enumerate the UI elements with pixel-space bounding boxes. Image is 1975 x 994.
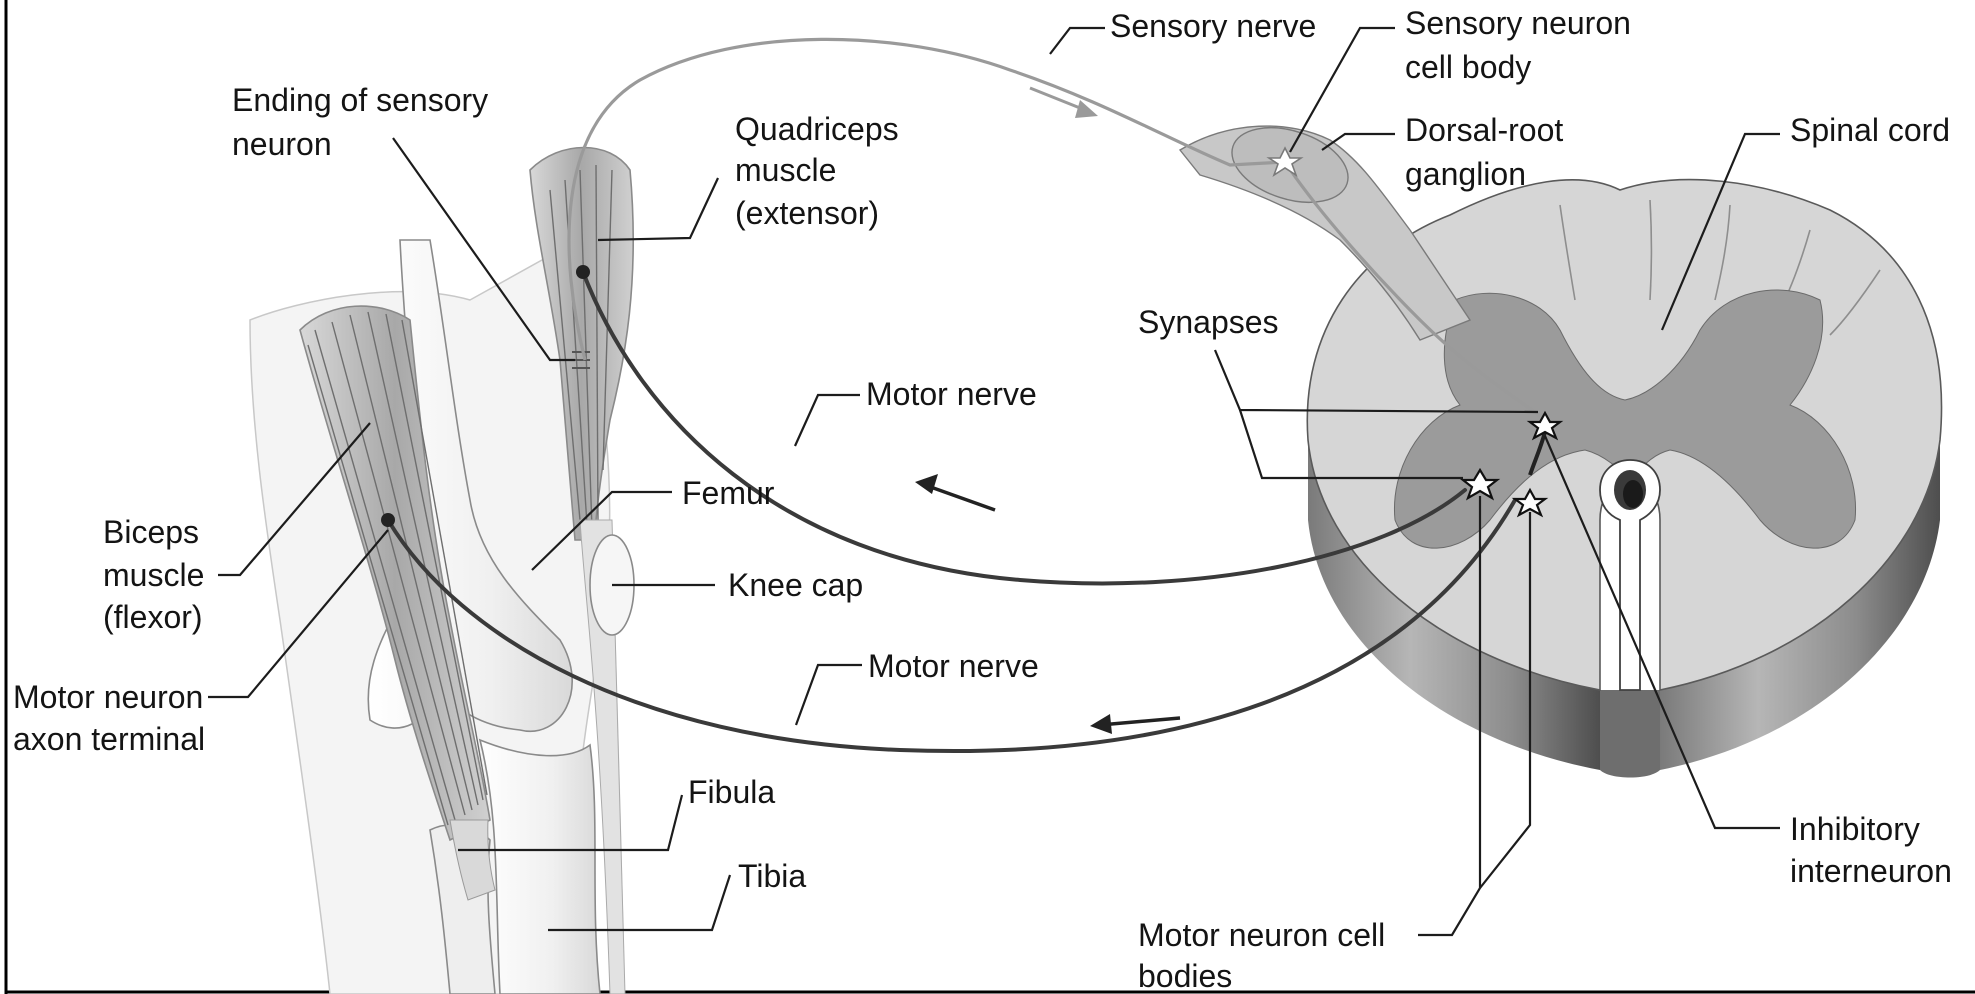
cord-bottom-rim — [1600, 690, 1660, 778]
label-knee-cap: Knee cap — [728, 567, 863, 603]
label-motor-terminal-line1: Motor neuron — [13, 679, 203, 715]
label-sensory-cell-line1: Sensory neuron — [1405, 5, 1631, 41]
label-biceps-line2: muscle — [103, 557, 204, 593]
motor-upper-direction-arrow — [915, 474, 995, 510]
spinal-cord-section — [1180, 114, 1942, 777]
leader-sensory-nerve — [1050, 28, 1105, 54]
leader-motor-nerve-lower — [796, 665, 862, 725]
label-tibia: Tibia — [738, 858, 806, 894]
label-motor-cell-bodies-line1: Motor neuron cell — [1138, 917, 1385, 953]
label-inhibitory-line2: interneuron — [1790, 853, 1952, 889]
label-quadriceps-line1: Quadriceps — [735, 111, 899, 147]
label-femur: Femur — [682, 475, 775, 511]
motor-ending-biceps — [381, 513, 395, 527]
label-motor-nerve-lower: Motor nerve — [868, 648, 1039, 684]
label-quadriceps-line2: muscle — [735, 152, 836, 188]
label-synapses: Synapses — [1138, 304, 1279, 340]
leader-motor-nerve-upper — [795, 395, 860, 446]
label-motor-terminal-line2: axon terminal — [13, 721, 205, 757]
label-ending-sensory-line1: Ending of sensory — [232, 82, 488, 118]
label-sensory-nerve: Sensory nerve — [1110, 8, 1316, 44]
label-biceps-line1: Biceps — [103, 514, 199, 550]
sensory-direction-arrow — [1030, 88, 1098, 118]
label-biceps-line3: (flexor) — [103, 599, 203, 635]
motor-ending-quadriceps — [576, 265, 590, 279]
label-dorsal-root-line2: ganglion — [1405, 156, 1526, 192]
leg-illustration — [250, 148, 634, 994]
tibia-bone — [480, 740, 600, 994]
label-sensory-cell-line2: cell body — [1405, 49, 1531, 85]
label-spinal-cord: Spinal cord — [1790, 112, 1950, 148]
label-ending-sensory-line2: neuron — [232, 126, 332, 162]
label-fibula: Fibula — [688, 774, 775, 810]
label-inhibitory-line1: Inhibitory — [1790, 811, 1920, 847]
label-quadriceps-line3: (extensor) — [735, 195, 879, 231]
central-canal-hole — [1623, 480, 1643, 508]
label-dorsal-root-line1: Dorsal-root — [1405, 112, 1563, 148]
label-motor-cell-bodies-line2: bodies — [1138, 958, 1232, 994]
label-motor-nerve-upper: Motor nerve — [866, 376, 1037, 412]
